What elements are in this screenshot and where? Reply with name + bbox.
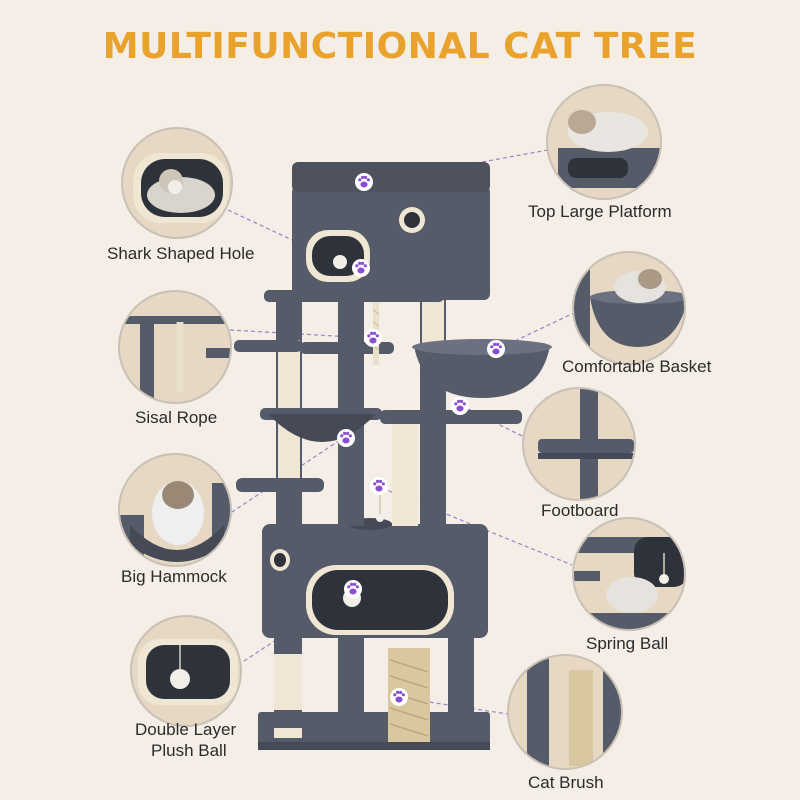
- detail-circle-sisal-rope: [118, 290, 232, 404]
- detail-circle-top-platform: [546, 84, 662, 200]
- detail-circle-hammock: [118, 453, 232, 567]
- detail-circle-footboard: [522, 387, 636, 501]
- paw-icon: [451, 397, 469, 415]
- label-plush-ball-line2: Plush Ball: [151, 741, 227, 760]
- label-shark-hole: Shark Shaped Hole: [107, 244, 255, 263]
- label-sisal-rope: Sisal Rope: [135, 408, 218, 427]
- label-plush-ball-line1: Double Layer: [135, 720, 237, 739]
- detail-circle-plush-ball: [130, 615, 242, 727]
- page-title: MULTIFUNCTIONAL CAT TREE: [102, 26, 698, 67]
- detail-circle-shark-hole: [121, 127, 233, 239]
- paw-icon: [355, 173, 373, 191]
- label-basket: Comfortable Basket: [562, 357, 712, 376]
- paw-icon: [370, 477, 388, 495]
- paw-icon: [337, 429, 355, 447]
- detail-circle-cat-brush: [507, 654, 623, 770]
- paw-icon: [390, 688, 408, 706]
- label-hammock: Big Hammock: [121, 567, 227, 586]
- detail-circle-basket: [572, 251, 686, 365]
- paw-icon: [344, 580, 362, 598]
- label-top-platform: Top Large Platform: [528, 202, 672, 221]
- paw-icon: [364, 329, 382, 347]
- label-spring-ball: Spring Ball: [586, 634, 669, 653]
- paw-icon: [487, 340, 505, 358]
- label-cat-brush: Cat Brush: [528, 773, 604, 792]
- detail-circle-spring-ball: [572, 517, 686, 631]
- paw-icon: [352, 259, 370, 277]
- label-footboard: Footboard: [541, 501, 619, 520]
